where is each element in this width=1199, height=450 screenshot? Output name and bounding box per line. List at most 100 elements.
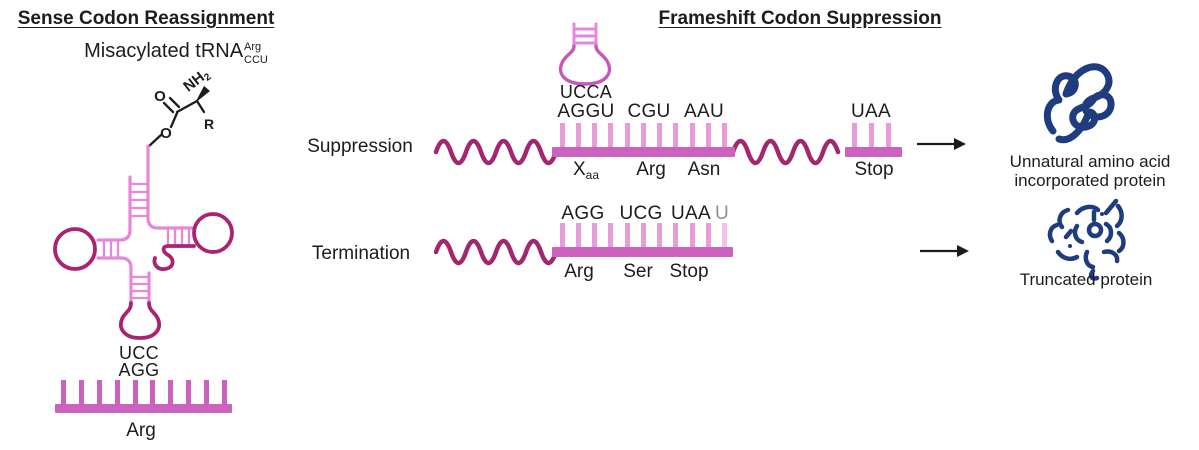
aa-stop-label: Stop <box>669 261 709 282</box>
mrna-tooth <box>657 123 662 148</box>
anticodon-stem-rungs <box>129 275 151 300</box>
aa-arg-label: Arg <box>636 159 666 180</box>
protein-fragment <box>1086 221 1104 239</box>
carbonyl-oxygen-label: O <box>154 88 166 105</box>
codon-uaa-label: UAA <box>671 203 711 224</box>
mrna-tooth <box>186 380 191 405</box>
arrow-icon-termination <box>920 245 969 257</box>
anticodon-ucc-label: UCC <box>119 343 159 363</box>
mrna-comb-left <box>55 380 232 413</box>
acceptor-stem-rungs <box>128 182 150 218</box>
trna-cloverleaf <box>53 144 234 340</box>
mrna-tooth <box>592 223 597 248</box>
mrna-tooth <box>706 223 711 248</box>
protein-fragment <box>1055 249 1080 262</box>
protein-fragment <box>1116 230 1126 254</box>
mrna-tooth <box>115 380 120 405</box>
mrna-tooth <box>673 123 678 148</box>
aa-ser-label: Ser <box>623 261 653 282</box>
mrna-termination <box>433 223 733 266</box>
amine-wedge-bond <box>195 86 210 103</box>
aa-xaa-label: Xaa <box>573 159 599 182</box>
arrow-head <box>954 138 966 150</box>
protein-fragment <box>1103 198 1119 216</box>
protein-fragment <box>1083 249 1096 270</box>
codon-aau-label: AAU <box>684 101 724 122</box>
codon-agg-label: AGG <box>118 360 160 380</box>
anticodon-ucca-label: UCCA <box>559 82 613 102</box>
frameshift-suppression-title: Frameshift Codon Suppression <box>658 8 942 29</box>
codon-u-frameshift-label: U <box>714 203 730 224</box>
mrna-tooth <box>886 123 891 148</box>
termination-row-label: Termination <box>311 243 411 264</box>
protein-fragment <box>1057 207 1071 230</box>
mrna-tooth <box>641 223 646 248</box>
mrna-tooth <box>641 123 646 148</box>
mrna-tooth <box>869 123 874 148</box>
protein-fragment <box>1074 204 1101 216</box>
product-line-2: incorporated protein <box>1014 171 1166 191</box>
mrna-tooth <box>97 380 102 405</box>
mrna-suppression <box>433 123 902 166</box>
mrna-tooth <box>204 380 209 405</box>
mrna-tooth <box>222 380 227 405</box>
codon-cgu-label: CGU <box>627 101 671 122</box>
mrna-tooth <box>657 223 662 248</box>
mrna-tooth <box>608 223 613 248</box>
ester-to-carbonyl-bond <box>169 111 179 129</box>
protein-fragment <box>1103 221 1114 244</box>
mrna-tooth <box>690 123 695 148</box>
mrna-tooth <box>560 223 565 248</box>
ester-oxygen-label: O <box>160 125 172 142</box>
stop-codon-uaa-label: UAA <box>851 101 891 122</box>
ester-bond <box>146 133 163 149</box>
anticodon-hairpin <box>558 22 612 86</box>
xaa-sub: aa <box>585 168 600 182</box>
mrna-tooth-frameshift <box>722 223 727 248</box>
mrna-backbone-coding <box>552 247 733 257</box>
hairpin-rungs <box>572 27 598 45</box>
folded-protein-icon <box>1043 63 1115 144</box>
trna-label-base: Misacylated tRNA <box>84 40 244 62</box>
mrna-wavy-left <box>433 138 559 166</box>
aa-arg-label-term: Arg <box>564 261 594 282</box>
mrna-tooth <box>706 123 711 148</box>
mrna-tooth <box>625 223 630 248</box>
mrna-tooth <box>79 380 84 405</box>
acceptor-left-strand <box>96 175 132 242</box>
carbonyl-double-bond-1 <box>162 101 175 114</box>
truncated-protein-icon <box>1047 198 1126 281</box>
mrna-tooth <box>576 223 581 248</box>
truncated-protein-label: Truncated protein <box>1019 270 1153 289</box>
d-loop <box>53 227 97 271</box>
protein-dot <box>1068 244 1072 248</box>
mrna-tooth <box>625 123 630 148</box>
protein-fragment <box>1047 222 1060 244</box>
product-line-1: Unnatural amino acid <box>1009 152 1171 171</box>
trna-label-superscript: Arg <box>244 41 262 53</box>
codon-ucg-label: UCG <box>619 203 663 224</box>
trna-label-subscript: CCU <box>244 53 268 66</box>
xaa-base: X <box>572 159 586 180</box>
mrna-tooth <box>608 123 613 148</box>
hairpin-loop <box>558 44 612 86</box>
arrow-head <box>957 245 969 257</box>
amino-acid-arg-label: Arg <box>126 420 156 441</box>
variable-loop <box>152 244 196 271</box>
mrna-tooth <box>852 123 857 148</box>
d-arm-rungs <box>102 240 120 258</box>
protein-dot <box>1100 212 1104 216</box>
mrna-tooth <box>722 123 727 148</box>
codon-aggu-label: AGGU <box>557 101 615 122</box>
protein-fragment <box>1101 249 1120 264</box>
suppression-row-label: Suppression <box>307 136 413 157</box>
mrna-tooth <box>560 123 565 148</box>
r-group-label: R <box>203 116 215 132</box>
protein-fragment <box>1114 203 1124 229</box>
stop-label: Stop <box>854 159 894 180</box>
misacylated-trna-label: Misacylated tRNA Arg CCU <box>84 40 268 66</box>
mrna-wavy-right <box>730 138 841 166</box>
mrna-backbone <box>55 404 232 413</box>
